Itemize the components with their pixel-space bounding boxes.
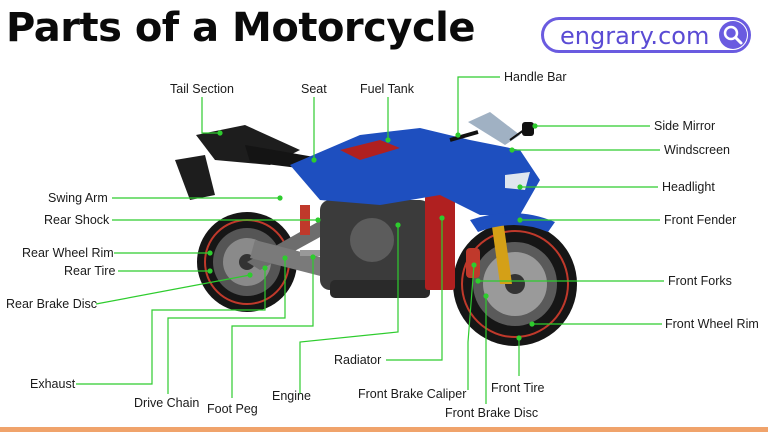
label-radiator: Radiator: [334, 353, 382, 367]
bottom-accent-bar: [0, 427, 768, 432]
label-rear-wheel-rim: Rear Wheel Rim: [22, 246, 114, 260]
label-headlight: Headlight: [662, 180, 715, 194]
brand-site-name: engrary.com: [560, 22, 710, 50]
label-rear-tire: Rear Tire: [64, 264, 116, 278]
label-rear-shock: Rear Shock: [44, 213, 110, 227]
label-swing-arm: Swing Arm: [48, 191, 108, 205]
label-foot-peg: Foot Peg: [207, 402, 258, 416]
label-tail-section: Tail Section: [170, 82, 234, 96]
label-front-forks: Front Forks: [668, 274, 732, 288]
label-handle-bar: Handle Bar: [504, 70, 567, 84]
label-windscreen: Windscreen: [664, 143, 730, 157]
label-front-brake-disc: Front Brake Disc: [445, 406, 539, 420]
label-exhaust: Exhaust: [30, 377, 76, 391]
label-fuel-tank: Fuel Tank: [360, 82, 414, 96]
label-seat: Seat: [301, 82, 327, 96]
label-front-tire: Front Tire: [491, 381, 545, 395]
label-drive-chain: Drive Chain: [134, 396, 200, 410]
label-front-fender: Front Fender: [664, 213, 737, 227]
search-icon[interactable]: [719, 21, 747, 49]
label-front-wheel-rim: Front Wheel Rim: [665, 317, 759, 331]
label-rear-brake-disc: Rear Brake Disc: [6, 297, 97, 311]
page-title: Parts of a Motorcycle: [6, 5, 476, 51]
label-front-brake-caliper: Front Brake Caliper: [358, 387, 467, 401]
label-engine: Engine: [272, 389, 311, 403]
brand-badge[interactable]: engrary.com: [541, 17, 751, 53]
label-side-mirror: Side Mirror: [654, 119, 716, 133]
